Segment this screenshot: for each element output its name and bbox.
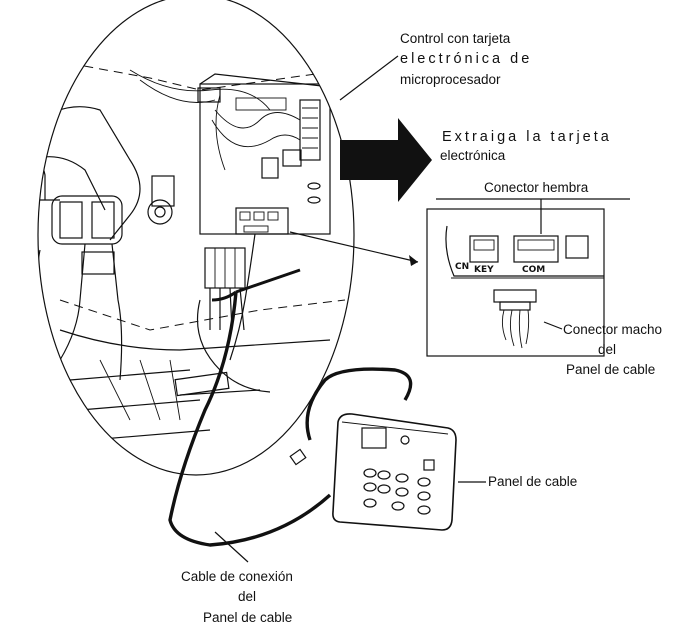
control-label-line2: electrónica de (400, 51, 532, 67)
control-label-line1: Control con tarjeta (400, 31, 511, 46)
male-connector-plug (493, 289, 537, 349)
panel-indicator-led (400, 435, 410, 445)
control-label-line3: microprocesador (400, 72, 501, 87)
panel-small-key (423, 459, 435, 471)
panel-display (361, 427, 387, 449)
cable-label-line1: Cable de conexión (181, 569, 293, 584)
connection-cable (168, 268, 413, 547)
male-connector-label-line2: del (598, 342, 616, 357)
control-board-callout: Control con tarjeta electrónica de micro… (339, 31, 532, 101)
arrow-right-icon (340, 118, 432, 202)
male-connector-label-line1: Conector macho (563, 322, 662, 337)
female-connector-label: Conector hembra (484, 180, 589, 195)
svg-text:CN: CN (455, 262, 469, 272)
key-port-label: KEY (474, 265, 494, 275)
cable-label-line2: del (238, 589, 256, 604)
cable-label-line3: Panel de cable (203, 610, 292, 625)
male-connector-label-line3: Panel de cable (566, 362, 655, 377)
extract-label-line1: Extraiga la tarjeta (442, 129, 612, 145)
panel-buttons (363, 468, 431, 515)
terminal-block (174, 233, 271, 397)
wired-control-panel (332, 413, 457, 531)
connector-detail-inset: CN KEY COM (426, 208, 605, 357)
lower-housing (59, 329, 331, 441)
panel-label: Panel de cable (488, 474, 577, 489)
extract-label-line2: electrónica (440, 148, 506, 163)
control-board (151, 73, 342, 235)
unit-detail-oval (37, 0, 355, 476)
refrigerant-piping (38, 69, 271, 421)
com-port-label: COM (522, 265, 545, 275)
